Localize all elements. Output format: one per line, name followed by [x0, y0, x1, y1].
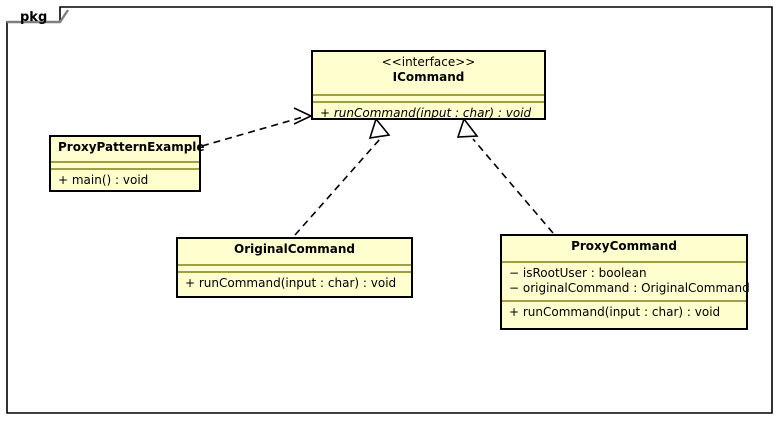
class-attributes-icommand [313, 94, 544, 101]
class-header-proxycommand: ProxyCommand [502, 236, 746, 261]
class-name: ProxyPatternExample [58, 140, 205, 154]
package-tab-border [7, 9, 69, 24]
class-attribute: − originalCommand : OriginalCommand [509, 281, 750, 295]
realization-originalcommand-to-icommand [294, 117, 391, 236]
class-attributes-originalcommand [178, 264, 411, 271]
dependency-line [201, 116, 304, 147]
class-header-originalcommand: OriginalCommand [178, 239, 411, 264]
class-method: + runCommand(input : char) : void [320, 106, 532, 120]
class-methods-icommand: + runCommand(input : char) : void [313, 101, 544, 125]
class-methods-originalcommand: + runCommand(input : char) : void [178, 271, 411, 295]
class-methods-proxycommand: + runCommand(input : char) : void [502, 300, 746, 324]
class-box-proxypatternexample[interactable]: ProxyPatternExample + main() : void [49, 135, 205, 192]
class-attributes-proxycommand: − isRootUser : boolean − originalCommand… [502, 261, 750, 300]
class-name: ICommand [392, 70, 465, 84]
class-name: OriginalCommand [234, 242, 355, 256]
package-frame [6, 6, 773, 414]
realization-proxycommand-to-icommand [456, 117, 554, 234]
open-arrowhead-icon [293, 107, 313, 125]
class-method: + main() : void [58, 173, 149, 187]
class-header-icommand: <<interface>> ICommand [313, 52, 544, 94]
class-method: + runCommand(input : char) : void [185, 276, 397, 290]
class-stereotype: <<interface>> [381, 55, 476, 69]
class-methods-proxypatternexample: + main() : void [51, 168, 199, 192]
realization-line [294, 138, 381, 236]
class-box-proxycommand[interactable]: ProxyCommand − isRootUser : boolean − or… [500, 234, 750, 330]
hollow-triangle-arrowhead-icon [368, 117, 391, 139]
class-header-proxypatternexample: ProxyPatternExample [51, 137, 205, 161]
package-label: pkg [20, 10, 48, 25]
hollow-triangle-arrowhead-icon [456, 117, 479, 138]
class-name: ProxyCommand [571, 239, 677, 253]
realization-line [472, 138, 554, 234]
class-box-originalcommand[interactable]: OriginalCommand + runCommand(input : cha… [176, 237, 413, 298]
class-attribute: − isRootUser : boolean [509, 266, 647, 280]
class-box-icommand[interactable]: <<interface>> ICommand + runCommand(inpu… [311, 50, 546, 120]
class-attributes-proxypatternexample [51, 161, 199, 168]
dependency-example-to-icommand [201, 107, 313, 147]
class-method: + runCommand(input : char) : void [509, 305, 721, 319]
